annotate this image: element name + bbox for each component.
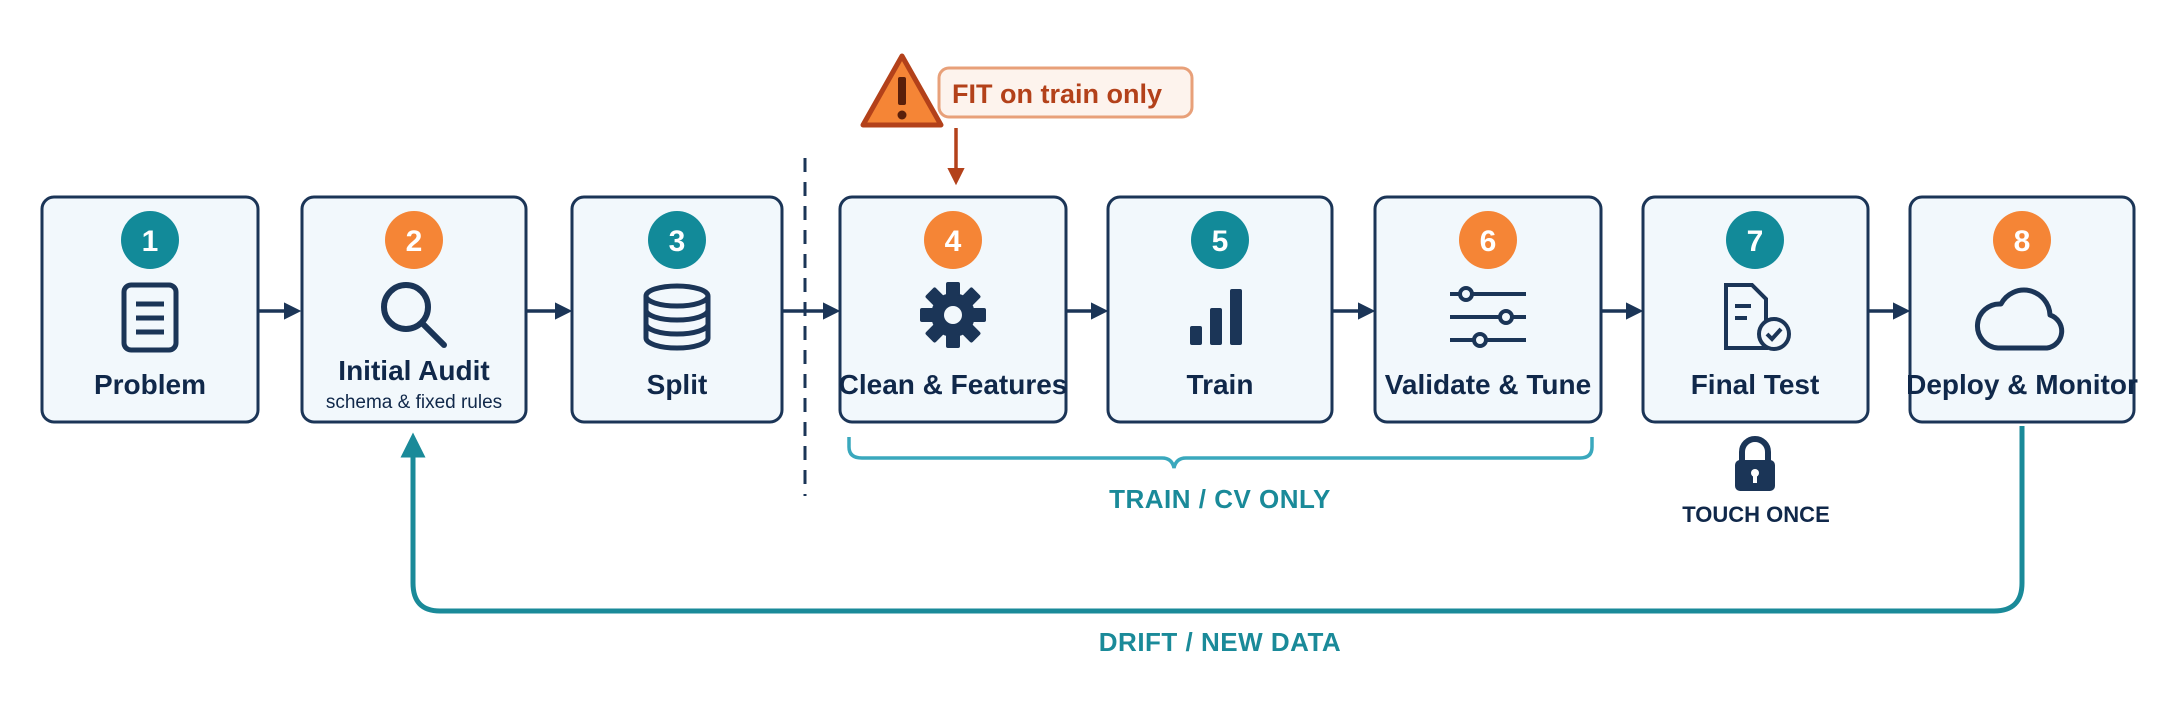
step-validate-tune: 6 Validate & Tune (1373, 195, 1603, 424)
step-card (40, 195, 260, 424)
step-badge (924, 211, 982, 269)
step-label: Split (647, 369, 708, 400)
step-train: 5 Train (1106, 195, 1334, 424)
step-split: 3 Split (570, 195, 784, 424)
step-number: 8 (2014, 225, 2031, 258)
train-cv-label: TRAIN / CV ONLY (1109, 484, 1331, 514)
database-icon (643, 283, 711, 351)
warning-label-box (937, 66, 1194, 119)
step-label: Validate & Tune (1385, 369, 1591, 400)
lock-icon (1735, 436, 1775, 491)
step-label: Train (1187, 369, 1254, 400)
feedback-loop: DRIFT / NEW DATA (400, 426, 2025, 657)
step-badge (121, 211, 179, 269)
warning-text: FIT on train only (952, 79, 1162, 109)
step-badge (1726, 211, 1784, 269)
gear-icon (920, 282, 986, 348)
step-clean-features: 4 Clean & Features (838, 195, 1068, 424)
step-card (1373, 195, 1603, 424)
step-initial-audit: 2 Initial Audit schema & fixed rules (300, 195, 528, 424)
warning-icon (860, 53, 944, 128)
step-card (1641, 195, 1870, 424)
touch-once-label: TOUCH ONCE (1682, 502, 1830, 527)
step-card (300, 195, 528, 424)
bar-chart-icon (1190, 289, 1242, 345)
step-badge (1459, 211, 1517, 269)
touch-once-note: TOUCH ONCE (1682, 436, 1830, 527)
step-label: Clean & Features (839, 369, 1068, 400)
step-number: 1 (142, 225, 159, 258)
cloud-icon (1975, 287, 2065, 351)
checked-document-icon (1724, 283, 1791, 351)
sliders-icon (1450, 286, 1526, 348)
step-deploy-monitor: 8 Deploy & Monitor (1906, 195, 2138, 424)
step-number: 6 (1480, 225, 1497, 258)
step-number: 2 (406, 225, 423, 258)
fit-warning-callout: FIT on train only (860, 53, 1194, 186)
step-badge (1993, 211, 2051, 269)
pipeline-steps: 1 Problem 2 Initial Audit schema & fixed… (40, 195, 2138, 424)
step-label: Problem (94, 369, 206, 400)
step-problem: 1 Problem (40, 195, 260, 424)
step-badge (1191, 211, 1249, 269)
step-badge (648, 211, 706, 269)
magnifier-icon (381, 282, 447, 348)
step-badge (385, 211, 443, 269)
step-card (570, 195, 784, 424)
step-label: Initial Audit (338, 355, 489, 386)
step-card (1908, 195, 2136, 424)
feedback-arrow (400, 426, 2025, 614)
step-sublabel: schema & fixed rules (326, 392, 502, 413)
step-number: 3 (669, 225, 686, 258)
step-number: 5 (1212, 225, 1229, 258)
feedback-label: DRIFT / NEW DATA (1099, 627, 1341, 657)
step-number: 4 (945, 225, 962, 258)
document-icon (121, 282, 179, 353)
step-label: Final Test (1691, 369, 1820, 400)
step-number: 7 (1747, 225, 1764, 258)
step-label: Deploy & Monitor (1906, 369, 2138, 400)
step-final-test: 7 Final Test (1641, 195, 1870, 424)
train-cv-bracket: TRAIN / CV ONLY (847, 437, 1594, 514)
